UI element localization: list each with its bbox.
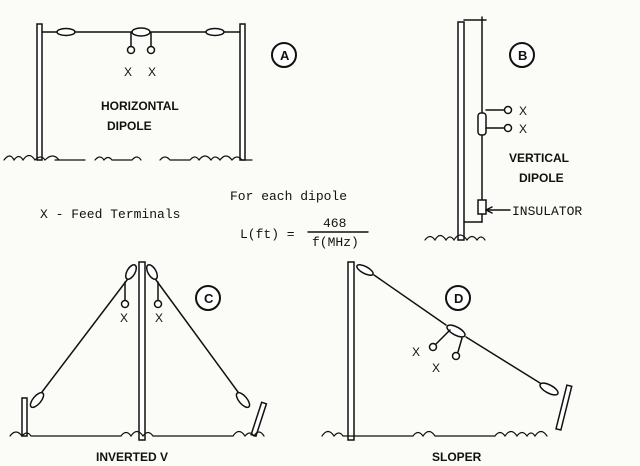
feed-terminal-mark: X — [155, 311, 163, 325]
center-insulator — [131, 27, 151, 37]
end-insulator — [205, 27, 225, 37]
ground-grass — [9, 430, 265, 438]
label-d: D — [454, 291, 463, 306]
inverted-v-drawing — [9, 261, 268, 441]
label-c: C — [204, 291, 214, 306]
feed-terminal-mark: X — [124, 65, 132, 79]
dipole-wire-right — [155, 279, 239, 393]
bottom-insulator — [477, 199, 487, 215]
anchor-stake — [555, 384, 573, 431]
feed-terminal — [503, 123, 513, 133]
feed-terminals-legend: X - Feed Terminals — [40, 207, 180, 222]
label-b-circle — [509, 42, 535, 68]
center-insulator — [477, 112, 487, 136]
label-b: B — [518, 48, 527, 63]
feed-lead — [435, 329, 451, 345]
formula-caption: For each dipole — [230, 189, 347, 204]
center-insulator — [446, 324, 466, 338]
vertical-dipole-title: DIPOLE — [519, 171, 564, 185]
label-c-circle — [195, 285, 221, 311]
feed-terminal-mark: X — [432, 361, 440, 375]
feed-terminal — [146, 45, 156, 55]
support-mast — [347, 261, 355, 441]
feed-lead — [457, 337, 463, 353]
top-insulator — [356, 264, 374, 276]
label-a-circle — [271, 42, 297, 68]
formula-lhs: L(ft) = — [240, 227, 295, 242]
vertical-dipole-title: VERTICAL — [509, 151, 569, 165]
apex-insulator — [145, 264, 159, 280]
feed-terminal — [451, 351, 461, 361]
label-d-circle — [445, 285, 471, 311]
formula-denominator: f(MHz) — [312, 235, 359, 250]
end-insulator — [56, 27, 76, 37]
anchor-stake — [250, 401, 268, 438]
support-mast — [457, 21, 465, 241]
feed-terminal — [503, 105, 513, 115]
sloper-wire-upper — [373, 274, 447, 326]
arrow-head — [485, 206, 493, 214]
label-a: A — [280, 48, 290, 63]
feed-terminal — [120, 299, 130, 309]
sloper-wire-lower — [465, 336, 541, 384]
feed-terminal — [153, 299, 163, 309]
left-support-pole — [36, 23, 43, 161]
sloper-drawing — [321, 261, 573, 441]
end-insulator — [235, 391, 251, 409]
anchor-stake — [21, 397, 28, 437]
end-insulator — [29, 391, 45, 409]
feed-terminal — [126, 45, 136, 55]
ground-grass — [424, 234, 486, 242]
horizontal-dipole-drawing — [3, 23, 297, 162]
feed-terminal-mark: X — [120, 311, 128, 325]
insulator-label: INSULATOR — [512, 204, 582, 219]
ground-grass — [3, 154, 253, 162]
feed-terminal-mark: X — [148, 65, 156, 79]
formula-numerator: 468 — [323, 216, 346, 231]
ground-grass — [321, 430, 548, 438]
feed-terminal-mark: X — [519, 122, 527, 136]
horizontal-dipole-title: HORIZONTAL — [101, 99, 179, 113]
dipole-wire-left — [41, 279, 128, 393]
feed-terminal-mark: X — [412, 345, 420, 359]
apex-insulator — [124, 264, 138, 280]
bottom-insulator — [539, 382, 559, 396]
vertical-dipole-drawing — [424, 16, 535, 242]
feed-terminal — [428, 342, 438, 352]
sloper-title: SLOPER — [432, 450, 482, 464]
center-mast — [138, 261, 146, 441]
inverted-v-title: INVERTED V — [96, 450, 168, 464]
horizontal-dipole-title: DIPOLE — [107, 119, 152, 133]
feed-terminal-mark: X — [519, 104, 527, 118]
right-support-pole — [239, 23, 246, 161]
